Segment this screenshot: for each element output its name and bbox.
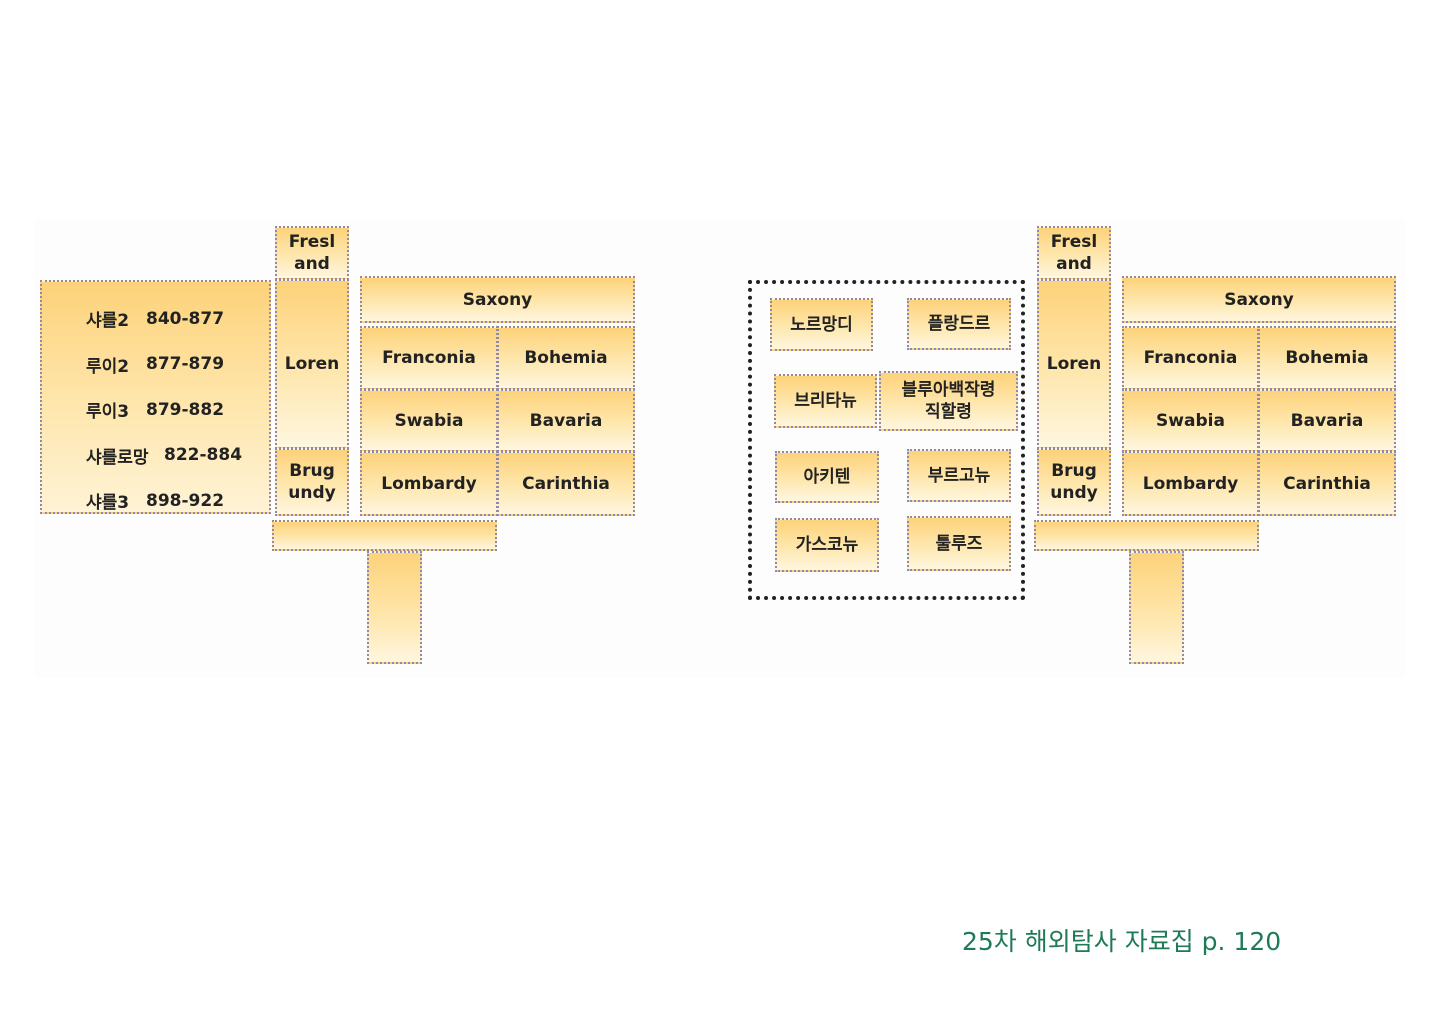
region-burgundy: Brug undy — [275, 448, 349, 516]
region-unlabeled-column — [1129, 551, 1184, 664]
region-swabia: Swabia — [1122, 389, 1259, 452]
region-carinthia: Carinthia — [1258, 451, 1396, 516]
region-swabia: Swabia — [360, 389, 498, 452]
region-aquitaine: 아키텐 — [775, 451, 879, 503]
reign-row: 샤를3 898-922 — [86, 478, 269, 524]
reign-name: 샤를3 — [86, 493, 130, 514]
region-franconia: Franconia — [360, 326, 498, 390]
west-francia-frame — [748, 280, 1025, 600]
reign-name: 샤를2 — [86, 311, 130, 332]
region-loren: Loren — [1037, 279, 1111, 449]
reign-name: 샤를로망 — [86, 447, 149, 468]
region-normandy: 노르망디 — [770, 298, 873, 351]
region-bavaria: Bavaria — [1258, 389, 1396, 452]
region-franconia: Franconia — [1122, 326, 1259, 390]
reign-row: 샤를2 840-877 — [86, 296, 269, 342]
region-bohemia: Bohemia — [1258, 326, 1396, 390]
reign-row: 샤를로망 822-884 — [86, 433, 269, 479]
region-bohemia: Bohemia — [497, 326, 635, 390]
reign-years: 898-922 — [146, 490, 225, 511]
region-loren: Loren — [275, 279, 349, 449]
reign-list: 샤를2 840-877 루이2 877-879 루이3 879-882 샤를로망 822… — [40, 280, 271, 514]
region-saxony: Saxony — [1122, 276, 1396, 323]
region-friesland: Fresl and — [275, 226, 349, 280]
reign-years: 840-877 — [146, 308, 225, 329]
reign-years: 877-879 — [146, 354, 225, 375]
source-caption: 25차 해외탐사 자료집 p. 120 — [962, 927, 1282, 956]
region-unlabeled-bar — [1034, 520, 1259, 551]
reign-name: 루이2 — [86, 356, 130, 377]
region-brittany: 브리타뉴 — [774, 374, 877, 428]
region-saxony: Saxony — [360, 276, 635, 323]
region-carinthia: Carinthia — [497, 451, 635, 516]
region-gascony: 가스코뉴 — [775, 518, 879, 572]
region-bavaria: Bavaria — [497, 389, 635, 452]
reign-name: 루이3 — [86, 402, 130, 423]
region-burgundy-west: 부르고뉴 — [907, 449, 1011, 502]
region-unlabeled-column — [367, 551, 422, 664]
reign-years: 879-882 — [146, 399, 225, 420]
reign-years: 822-884 — [164, 445, 243, 466]
region-flanders: 플랑드르 — [907, 298, 1011, 350]
region-lombardy: Lombardy — [360, 451, 498, 516]
region-blois: 블루아백작령 직할령 — [879, 371, 1018, 431]
reign-row: 루이3 879-882 — [86, 387, 269, 433]
reign-row: 루이2 877-879 — [86, 342, 269, 388]
region-unlabeled-bar — [272, 520, 497, 551]
region-burgundy: Brug undy — [1037, 448, 1111, 516]
region-lombardy: Lombardy — [1122, 451, 1259, 516]
region-friesland: Fresl and — [1037, 226, 1111, 280]
region-toulouse: 툴루즈 — [907, 516, 1011, 571]
